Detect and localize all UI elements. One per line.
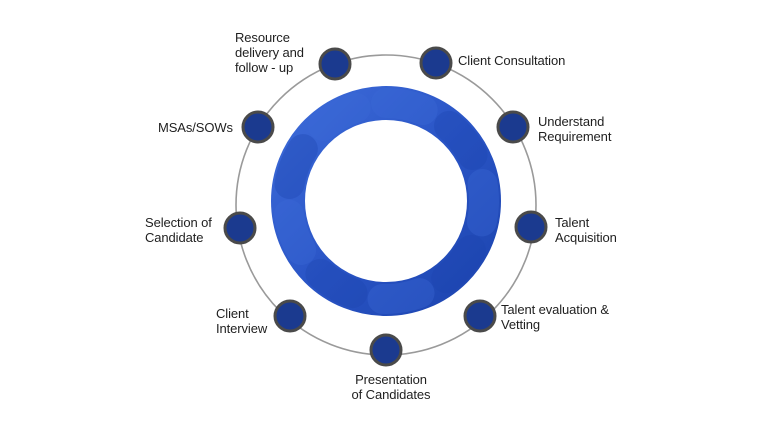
ring-segment (274, 134, 318, 199)
ring-segment (431, 235, 486, 294)
node-client-interview (273, 299, 307, 333)
ring-segment (273, 199, 317, 265)
center-ring (271, 86, 501, 316)
node-resource-delivery (318, 47, 352, 81)
ring-segment (466, 168, 499, 237)
label-talent-acquisition: Talent Acquisition (555, 215, 617, 245)
node-client-consultation (419, 46, 453, 80)
ring-segments (273, 88, 499, 314)
node-talent-evaluation (463, 299, 497, 333)
label-client-consultation: Client Consultation (458, 53, 566, 68)
step-nodes (223, 46, 548, 367)
ring-segment (367, 278, 435, 314)
node-selection-of-candidate (223, 211, 257, 245)
ring-segment (433, 110, 488, 170)
label-msas-sows: MSAs/SOWs (158, 120, 233, 135)
node-presentation (369, 333, 403, 367)
node-talent-acquisition (514, 210, 548, 244)
label-selection-of-candidate: Selection of Candidate (145, 215, 212, 245)
ring-segment (308, 92, 371, 141)
label-understand-requirement: Understand Requirement (538, 114, 612, 144)
node-msas-sows (241, 110, 275, 144)
node-understand-requirement (496, 110, 530, 144)
label-client-interview: Client Interview (216, 306, 268, 336)
ring-segment (371, 88, 438, 126)
label-presentation-of-candidates: Presentation of Candidates (351, 372, 431, 402)
ring-segment (305, 258, 368, 309)
label-resource-delivery: Resource delivery and follow - up (235, 30, 304, 75)
label-talent-evaluation: Talent evaluation & Vetting (501, 302, 609, 332)
